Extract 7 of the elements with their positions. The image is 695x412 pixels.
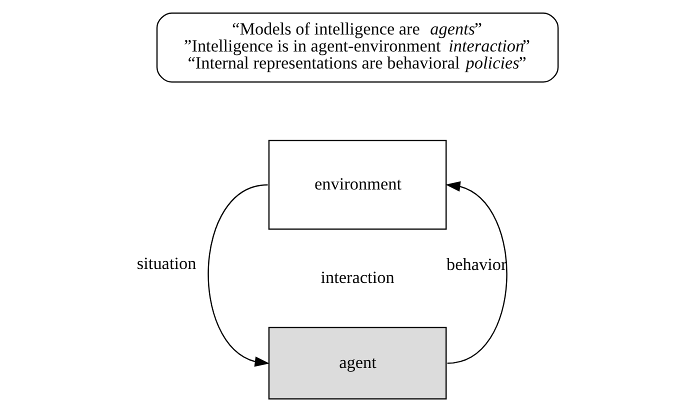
- node-box: “Models of intelligence are agents” ”Intelligence is in agent-environment interaction” “Internal representations are behavioral policies”: [156, 12, 559, 83]
- arrow: [446, 181, 508, 364]
- label: interaction: [320, 268, 394, 287]
- edge-label: situation: [136, 254, 196, 273]
- node-box: agent: [268, 326, 447, 400]
- node-box: environment: [268, 140, 447, 230]
- arrow: [208, 184, 270, 367]
